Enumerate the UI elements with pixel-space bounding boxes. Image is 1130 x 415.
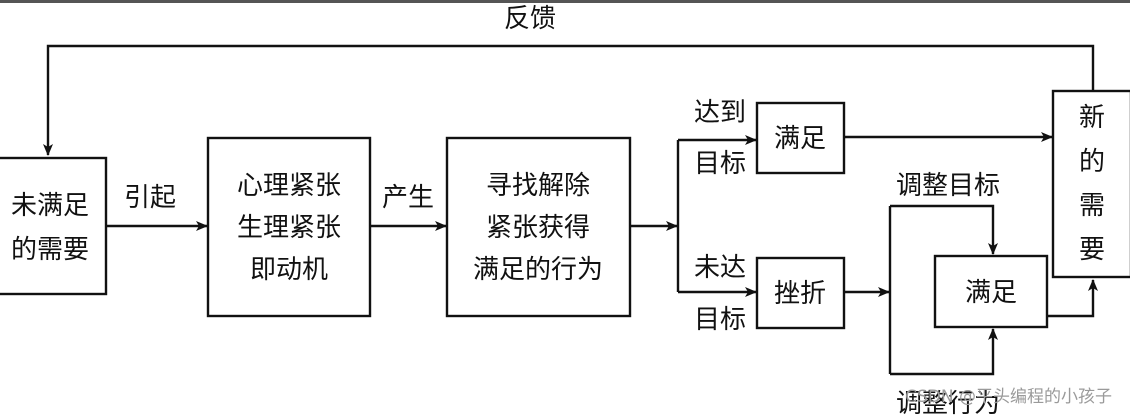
node-satisfied-top-label: 满足: [774, 124, 826, 154]
node-tension-line-1: 心理紧张: [237, 171, 341, 201]
arrow-adjust-goal: [890, 204, 998, 255]
edge-cause-label: 引起: [124, 183, 176, 213]
node-seek-behavior: 寻找解除 紧张获得 满足的行为: [445, 136, 632, 318]
arrow-satisfied-bottom-to-new-need: [1047, 279, 1098, 318]
node-unmet-need-line-1: 未满足: [11, 191, 89, 221]
node-tension: 心理紧张 生理紧张 即动机: [206, 136, 372, 318]
node-satisfied-bottom-label: 满足: [965, 278, 1017, 308]
node-new-need: 新 的 需 要: [1051, 89, 1130, 279]
node-seek-line-1: 寻找解除: [486, 171, 590, 201]
node-frustration: 挫折: [755, 256, 846, 330]
node-satisfied-bottom: 满足: [933, 254, 1049, 329]
node-new-need-char-3: 需: [1079, 191, 1105, 221]
node-frustration-label: 挫折: [774, 279, 826, 309]
node-unmet-need-line-2: 的需要: [11, 235, 89, 265]
node-new-need-char-1: 新: [1079, 103, 1105, 133]
watermark: CSDN @平头编程的小孩子: [905, 387, 1112, 407]
edge-not-reach-line-1: 未达: [694, 253, 746, 283]
arrow-adjust-behavior: [890, 328, 998, 376]
edge-produce-label: 产生: [382, 183, 434, 213]
edge-reach-goal-line-2: 目标: [694, 149, 746, 179]
node-unmet-need: 未满足 的需要: [0, 156, 108, 296]
edge-reach-goal-line-1: 达到: [694, 98, 746, 128]
node-new-need-char-4: 要: [1079, 235, 1105, 265]
edge-not-reach-line-2: 目标: [694, 305, 746, 335]
edge-adjust-behavior-label: 调整行为: [896, 389, 1000, 415]
node-tension-line-2: 生理紧张: [237, 213, 341, 243]
node-new-need-char-2: 的: [1079, 147, 1105, 177]
node-seek-line-2: 紧张获得: [486, 213, 590, 243]
top-border: [0, 0, 1130, 3]
feedback-label: 反馈: [504, 4, 556, 34]
node-seek-line-3: 满足的行为: [473, 255, 603, 285]
edge-adjust-goal-label: 调整目标: [896, 171, 1000, 201]
node-satisfied-top: 满足: [755, 101, 846, 175]
feedback-arrow: [43, 44, 1095, 156]
node-tension-line-3: 即动机: [250, 255, 328, 285]
